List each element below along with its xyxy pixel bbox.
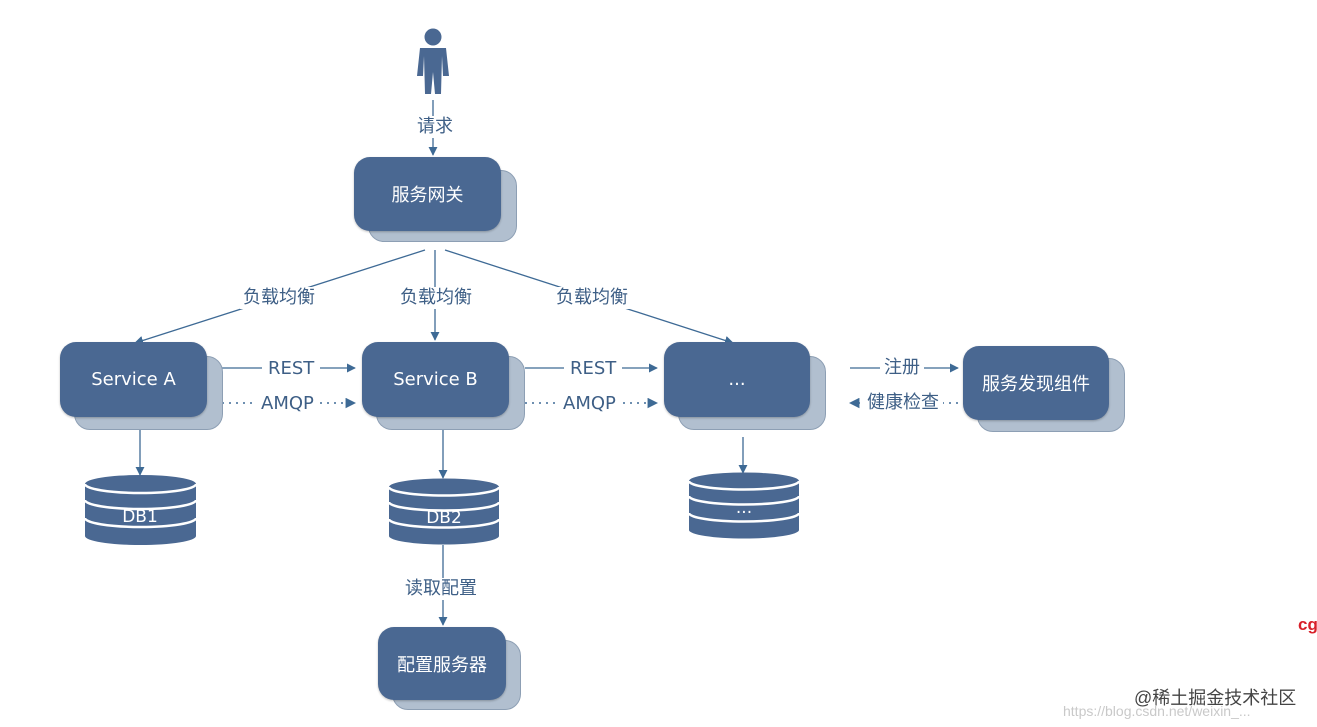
edge-label-amqp-1: AMQP [256, 393, 319, 415]
edge-label-register: 注册 [880, 357, 924, 379]
db-etc-cylinder-icon [688, 472, 800, 539]
service-a-node: Service A [60, 342, 207, 417]
edge-label-rest-2: REST [564, 358, 623, 380]
db1-label: DB1 [122, 507, 158, 527]
db-etc-label: ... [735, 498, 753, 518]
service-etc-node: ... [664, 342, 810, 417]
gateway-node: 服务网关 [354, 157, 501, 231]
user-icon [417, 28, 449, 94]
edge-label-request: 请求 [415, 116, 455, 138]
db2-cylinder-icon [388, 478, 500, 545]
service-b-node: Service B [362, 342, 509, 417]
url-watermark: https://blog.csdn.net/weixin_... [1063, 703, 1251, 719]
db2-label: DB2 [426, 508, 462, 528]
site-watermark: @稀土掘金技术社区 [1134, 688, 1297, 708]
db1-cylinder-icon [84, 475, 197, 545]
edge-label-lb-mid: 负载均衡 [397, 287, 475, 309]
config-server-node: 配置服务器 [378, 627, 506, 700]
edge-label-health-check: 健康检查 [863, 392, 943, 414]
edge-label-read-config: 读取配置 [402, 578, 480, 600]
edge-label-lb-left: 负载均衡 [240, 287, 318, 309]
edge-label-lb-right: 负载均衡 [553, 287, 631, 309]
edge-label-amqp-2: AMQP [558, 393, 621, 415]
discovery-node: 服务发现组件 [963, 346, 1109, 420]
corner-watermark: cg [1298, 615, 1317, 634]
edge-label-rest-1: REST [262, 358, 321, 380]
